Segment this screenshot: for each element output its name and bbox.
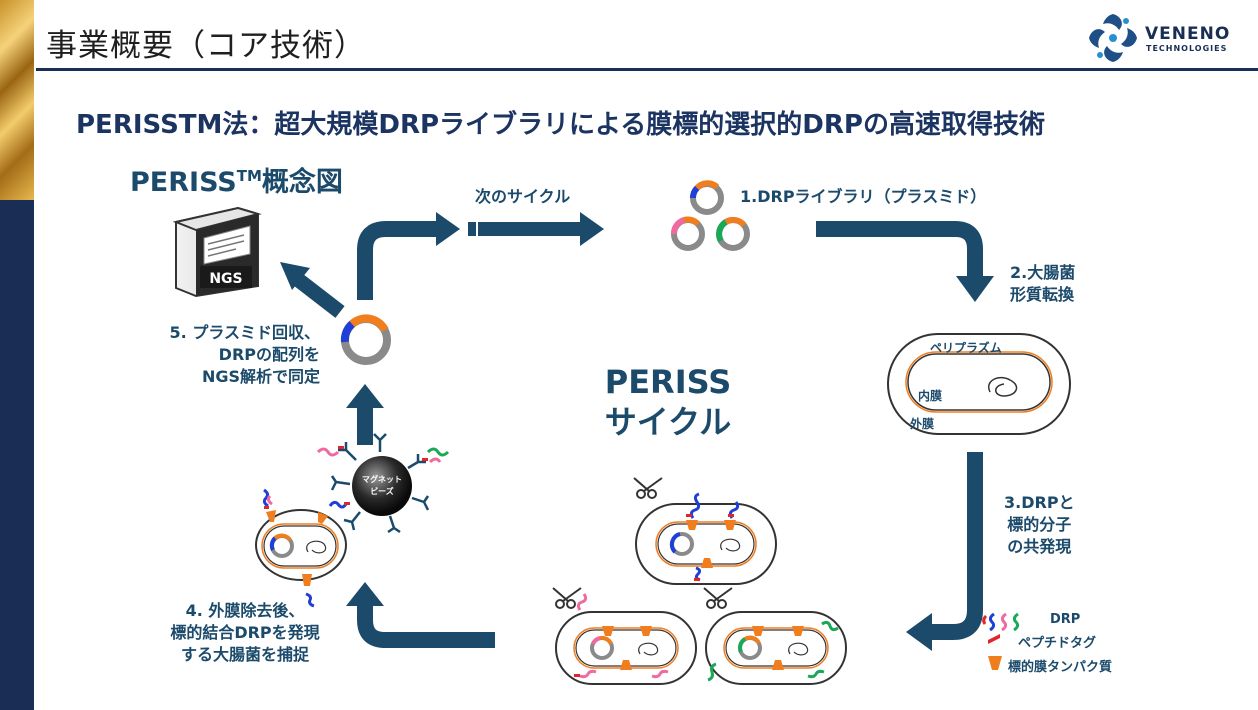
- scissors-icon: [552, 587, 582, 609]
- step3-line1: 3.DRPと: [1004, 493, 1075, 512]
- legend-drp-label: DRP: [1050, 612, 1081, 627]
- inner-membrane-label: 内膜: [918, 388, 942, 403]
- step5-line2: DRPの配列を: [218, 345, 320, 364]
- logo-subname: TECHNOLOGIES: [1146, 44, 1228, 53]
- concept-title: PERISSTM概念図: [130, 160, 343, 199]
- magnetic-bead-label-2: ビーズ: [370, 486, 394, 496]
- periss-cycle-line1: PERISS: [604, 363, 732, 401]
- logo-name: VENENO: [1145, 24, 1231, 44]
- concept-title-sup: TM: [236, 167, 262, 185]
- legend-protein-label: 標的膜タンパク質: [1008, 660, 1113, 675]
- captured-cell-step4: [255, 488, 347, 608]
- arrow-step2-to-step3: [906, 452, 983, 651]
- periss-cycle-title: PERISS サイクル: [548, 362, 788, 442]
- ecoli-cell-step3-right: [705, 611, 847, 685]
- title-underline: [36, 68, 1258, 71]
- step4-label: 4. 外膜除去後、 標的結合DRPを発現 する大腸菌を捕捉: [140, 600, 350, 666]
- concept-title-suffix: 概念図: [261, 167, 343, 198]
- concept-title-main: PERISS: [130, 167, 237, 198]
- arrow-step4-to-step5: [346, 384, 384, 445]
- step2-label: 2.大腸菌 形質転換: [1010, 262, 1075, 306]
- step1-label: 1.DRPライブラリ（プラスミド）: [740, 187, 987, 206]
- step2-line1: 2.大腸菌: [1010, 263, 1076, 282]
- periss-cycle-line2: サイクル: [604, 403, 732, 441]
- legend-peptide-tag-icon: [988, 634, 1000, 644]
- next-cycle-label: 次のサイクル: [475, 187, 571, 206]
- plasmid-library-icon: [671, 180, 750, 251]
- step3-line3: の共発現: [1007, 537, 1072, 556]
- legend-drp-icon: [982, 612, 1020, 632]
- arrow-step1-to-step2: [816, 221, 994, 302]
- step4-line2: 標的結合DRPを発現: [170, 623, 320, 642]
- ecoli-cell-step2: [887, 333, 1071, 435]
- recovered-plasmid-icon: [340, 314, 391, 365]
- company-logo: VENENO TECHNOLOGIES: [1085, 10, 1255, 68]
- page-title: 事業概要（コア技術）: [46, 28, 366, 64]
- subtitle: PERISSTM法：超大規模DRPライブラリによる膜標的選択的DRPの高速取得技…: [76, 110, 1045, 140]
- step4-line3: する大腸菌を捕捉: [180, 645, 309, 664]
- logo-mark-icon: [1089, 14, 1137, 62]
- step5-label: 5. プラスミド回収、 DRPの配列を NGS解析で同定: [130, 322, 320, 388]
- ecoli-cell-step3-top: [635, 492, 777, 585]
- step5-line3: NGS解析で同定: [201, 367, 320, 386]
- legend-membrane-protein-icon: [988, 656, 1002, 670]
- legend-tag-label: ペプチドタグ: [1018, 636, 1097, 651]
- magnetic-bead-icon: [316, 433, 450, 534]
- ngs-machine-icon: [172, 206, 262, 298]
- left-gold-decoration: [0, 0, 34, 200]
- periplasm-label: ペリプラズム: [930, 340, 1002, 355]
- ngs-machine-label: NGS: [209, 271, 242, 287]
- outer-membrane-label: 外膜: [910, 416, 934, 431]
- arrow-next-cycle-long: [468, 212, 604, 246]
- arrow-to-next-cycle: [357, 212, 460, 300]
- step5-line1: 5. プラスミド回収、: [169, 323, 320, 342]
- step4-line1: 4. 外膜除去後、: [185, 601, 305, 620]
- magnetic-bead-label-1: マグネット: [362, 474, 402, 484]
- step3-line2: 標的分子: [1007, 515, 1072, 534]
- ecoli-cell-step3-left: [555, 593, 697, 685]
- scissors-icon: [633, 477, 663, 499]
- step2-line2: 形質転換: [1010, 285, 1075, 304]
- arrow-step5-to-ngs: [280, 262, 345, 318]
- arrow-step3-to-step4: [346, 582, 495, 648]
- scissors-icon: [703, 587, 733, 609]
- step3-label: 3.DRPと 標的分子 の共発現: [1004, 492, 1075, 558]
